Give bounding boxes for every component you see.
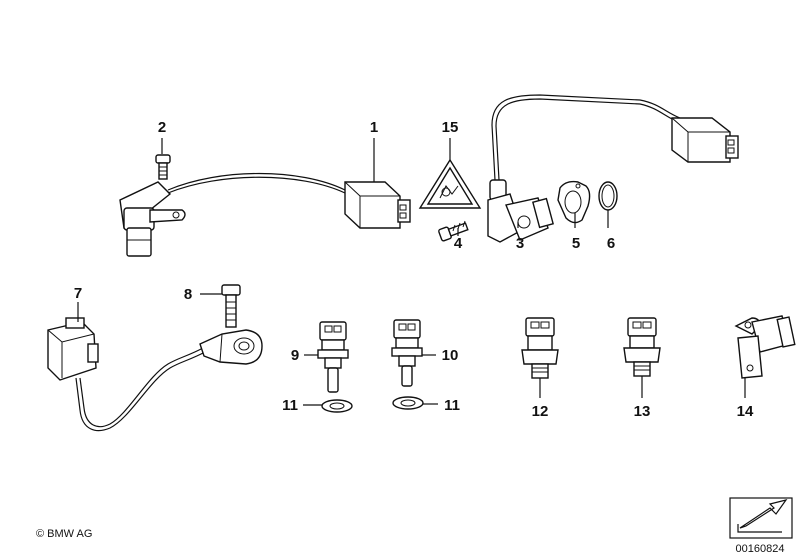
cam-sensor-body <box>487 179 554 243</box>
document-number: 00160824 <box>736 543 785 555</box>
label-part-5: 5 <box>572 235 580 252</box>
knock-sensor-assembly <box>47 284 263 432</box>
connector-7 <box>47 317 99 381</box>
o-ring-part-6 <box>598 181 618 211</box>
label-part-14: 14 <box>737 403 754 420</box>
label-part-1: 1 <box>370 119 378 136</box>
cable-1 <box>167 172 346 191</box>
label-part-9: 9 <box>291 347 299 364</box>
navigation-arrow-icon <box>729 497 793 539</box>
leader-lines <box>77 138 746 406</box>
temperature-sensor-part-10 <box>391 319 423 387</box>
washer-part-11-left <box>321 399 353 413</box>
label-part-15: 15 <box>442 119 459 136</box>
label-part-11-right: 11 <box>444 397 460 414</box>
pressure-switch-part-13 <box>623 317 661 377</box>
label-part-13: 13 <box>634 403 651 420</box>
sensor-assembly-3 <box>438 94 739 243</box>
label-part-8: 8 <box>184 286 192 303</box>
label-part-6: 6 <box>607 235 615 252</box>
label-part-10: 10 <box>442 347 459 364</box>
temperature-sensor-part-9 <box>317 321 349 393</box>
cable-3 <box>491 94 681 181</box>
label-part-4: 4 <box>454 235 463 252</box>
pressure-switch-part-12 <box>521 317 559 379</box>
bolt-part-8 <box>221 284 241 328</box>
washer-part-11-right <box>392 396 424 410</box>
cable-7 <box>75 351 206 432</box>
connector-3 <box>671 117 739 163</box>
label-part-2: 2 <box>158 119 166 136</box>
copyright-text: © BMW AG <box>36 528 92 540</box>
gasket-part-5 <box>557 180 591 224</box>
label-part-7: 7 <box>74 285 82 302</box>
label-part-12: 12 <box>532 403 549 420</box>
label-part-11-left: 11 <box>282 397 298 414</box>
warning-triangle-part-15 <box>418 158 482 209</box>
sensor-assembly-1 <box>119 154 411 257</box>
screw-part-2 <box>155 154 171 180</box>
knock-sensor-body <box>199 329 263 365</box>
crank-sensor-body <box>119 181 186 257</box>
connector-1 <box>344 181 411 229</box>
label-part-3: 3 <box>516 235 524 252</box>
sensor-part-14 <box>734 315 796 379</box>
